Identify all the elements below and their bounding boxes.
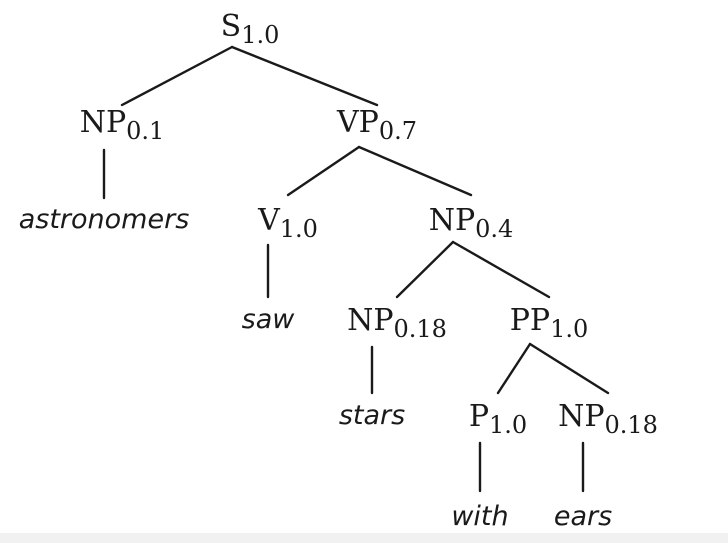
node-category: S — [220, 9, 242, 44]
node-category: NP — [79, 105, 127, 140]
node-category: PP — [509, 303, 551, 338]
word-astronomers: astronomers — [18, 204, 190, 235]
node-pp: PP1.0 — [509, 303, 589, 342]
node-category: VP — [336, 105, 379, 140]
bottom-strip — [0, 533, 728, 543]
edge-vp-v — [286, 145, 361, 197]
word-with: with — [451, 501, 509, 532]
word-stars: stars — [338, 400, 406, 431]
edge-s-vp — [230, 45, 379, 107]
node-probability: 1.0 — [241, 21, 280, 49]
node-vp: VP0.7 — [336, 105, 417, 144]
node-category: NP — [347, 303, 394, 338]
edge-s-np1 — [120, 45, 234, 107]
edge-vp-np2 — [357, 145, 473, 197]
word-ears: ears — [553, 501, 613, 532]
node-s: S1.0 — [220, 9, 280, 48]
edge-np2-np3 — [395, 240, 455, 299]
word-saw: saw — [241, 304, 295, 335]
node-probability: 0.18 — [393, 315, 447, 343]
node-category: NP — [428, 203, 476, 238]
node-category: P — [468, 399, 490, 434]
edge-pp-np4 — [528, 342, 610, 395]
node-category: V — [258, 203, 280, 238]
node-v: V1.0 — [258, 203, 318, 242]
node-np-subject: NP0.1 — [79, 105, 165, 144]
edge-pp-p — [496, 342, 532, 395]
node-probability: 0.7 — [378, 117, 418, 145]
node-probability: 0.1 — [126, 117, 165, 145]
edge-np2-pp — [451, 240, 551, 299]
node-probability: 1.0 — [489, 411, 528, 439]
node-category: NP — [558, 399, 605, 434]
node-np-stars: NP0.18 — [347, 303, 447, 342]
node-probability: 1.0 — [279, 215, 318, 243]
node-probability: 0.18 — [604, 411, 658, 439]
node-np-object: NP0.4 — [428, 203, 514, 242]
node-p: P1.0 — [468, 399, 527, 438]
node-probability: 1.0 — [550, 315, 589, 343]
node-np-ears: NP0.18 — [558, 399, 658, 438]
node-probability: 0.4 — [475, 215, 514, 243]
